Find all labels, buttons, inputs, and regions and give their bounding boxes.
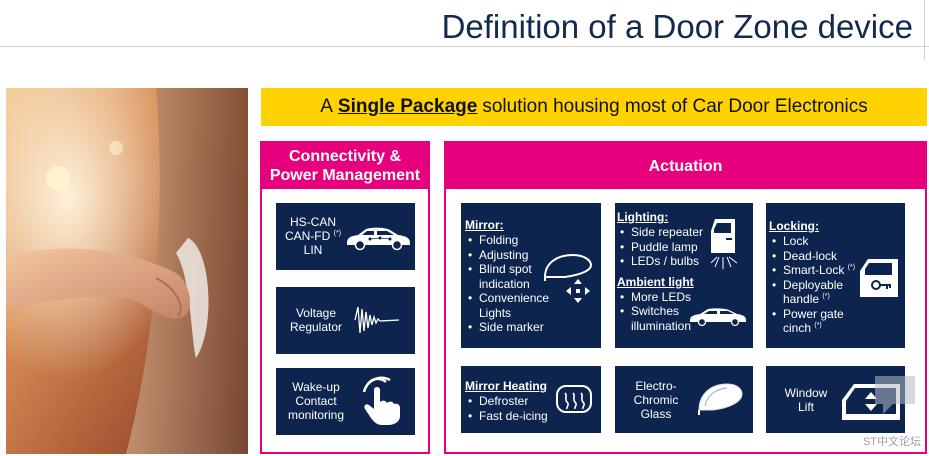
title-divider <box>0 46 929 47</box>
locking-item-lock: Lock <box>769 234 861 249</box>
heating-item-deicing: Fast de-icing <box>465 409 559 424</box>
electrochromic-line1: Electro- <box>635 379 677 393</box>
actuation-panel-heading: Actuation <box>446 143 925 189</box>
mirror-card: Mirror: Folding Adjusting Blind spotindi… <box>461 203 601 348</box>
locking-item-deadlock: Dead-lock <box>769 249 861 264</box>
wakeup-line2: Contact <box>295 394 337 408</box>
banner-prefix: A <box>320 96 333 117</box>
voltage-waveform-icon <box>354 306 400 334</box>
connectivity-panel-heading: Connectivity & Power Management <box>262 143 428 189</box>
voltage-regulator-card: Voltage Regulator <box>276 287 415 354</box>
electrochromic-line2: Chromic <box>633 393 679 407</box>
watermark-logo-icon <box>875 376 915 414</box>
regulator-line1: Voltage <box>295 306 337 320</box>
watermark-text: ST中文论坛 <box>862 436 921 448</box>
electrochromic-mirror-icon <box>698 383 743 415</box>
mirror-item-adjusting: Adjusting <box>465 248 553 263</box>
electrochromic-line3: Glass <box>640 407 672 421</box>
mirror-item-sidemarker: Side marker <box>465 320 553 335</box>
hand-touch-icon <box>362 376 400 425</box>
single-package-banner: A Single Package solution housing most o… <box>261 88 927 126</box>
windowlift-line1: Window <box>784 386 828 400</box>
sedan-icon <box>690 308 746 327</box>
bus-line2: CAN-FD <box>284 229 331 243</box>
bus-line3: LIN <box>303 243 323 257</box>
wakeup-card: Wake-up Contact monitoring <box>276 368 415 435</box>
lighting-item-siderepeater: Side repeater <box>617 225 717 240</box>
regulator-line2: Regulator <box>289 320 343 334</box>
slide-title: Definition of a Door Zone device <box>441 8 913 45</box>
electrochromic-card: Electro- Chromic Glass <box>615 366 753 433</box>
car-door-light-icon <box>710 219 738 269</box>
side-mirror-icon <box>543 253 593 281</box>
heating-item-defroster: Defroster <box>465 394 559 409</box>
mirror-heating-card: Mirror Heating Defroster Fast de-icing <box>461 366 601 433</box>
locking-card: Locking: Lock Dead-lock Smart-Lock (*) D… <box>766 203 905 348</box>
connectivity-heading-line2: Power Management <box>269 167 421 184</box>
car-door-handle-photo <box>6 88 248 454</box>
mirror-item-folding: Folding <box>465 233 553 248</box>
bus-card: HS-CAN CAN-FD (*) LIN <box>276 203 415 270</box>
bus-line1: HS-CAN <box>289 215 336 229</box>
banner-suffix: solution housing most of Car Door Electr… <box>482 96 868 117</box>
title-vertical-divider <box>924 0 925 60</box>
door-key-icon <box>860 259 898 297</box>
banner-highlight: Single Package <box>337 96 478 117</box>
locking-header: Locking: <box>769 219 819 233</box>
ambient-item-moreleds: More LEDs <box>617 290 717 305</box>
mirror-header: Mirror: <box>465 218 504 232</box>
lighting-item-puddlelamp: Puddle lamp <box>617 240 717 255</box>
lighting-header: Lighting: <box>617 210 669 224</box>
lighting-card: Lighting: Side repeater Puddle lamp LEDs… <box>615 203 753 348</box>
car-icon <box>347 227 410 251</box>
wakeup-line3: monitoring <box>287 408 345 422</box>
actuation-heading: Actuation <box>648 157 723 175</box>
lighting-item-leds: LEDs / bulbs <box>617 254 717 269</box>
windowlift-line2: Lift <box>797 400 814 414</box>
connectivity-heading-line1: Connectivity & <box>288 148 401 165</box>
bus-line2-note: (*) <box>333 230 342 237</box>
wakeup-line1: Wake-up <box>292 380 340 394</box>
direction-arrows-icon <box>566 279 590 303</box>
heating-header: Mirror Heating <box>465 379 548 393</box>
locking-item-smartlock: Smart-Lock (*) <box>769 263 861 278</box>
heated-mirror-icon <box>556 385 592 413</box>
ambient-header: Ambient light <box>617 274 694 289</box>
